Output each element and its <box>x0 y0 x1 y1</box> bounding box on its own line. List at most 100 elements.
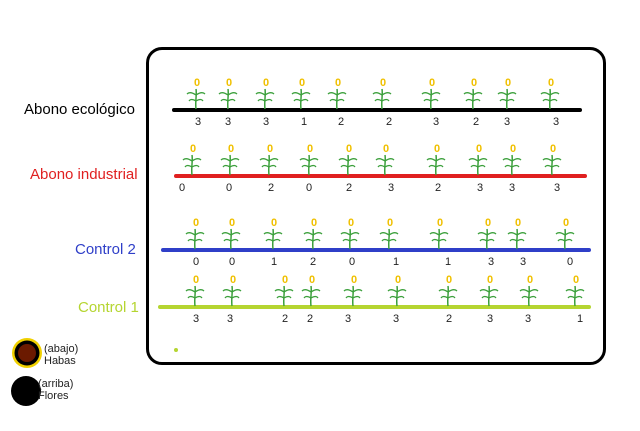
stray-dot <box>174 348 178 352</box>
flores-legend-line2: Flores <box>38 390 69 402</box>
bean-count: 3 <box>388 182 394 194</box>
plant-icon <box>477 228 497 250</box>
habas-legend-line2: Habas <box>44 355 76 367</box>
plant-icon <box>274 285 294 307</box>
plant-icon <box>502 154 522 176</box>
habas-legend-text: (abajo) Habas <box>44 343 78 367</box>
plant-icon <box>185 285 205 307</box>
flower-count: 0 <box>429 77 435 89</box>
bean-count: 1 <box>271 256 277 268</box>
habas-legend-line1: (abajo) <box>44 343 79 355</box>
flower-count: 0 <box>548 77 554 89</box>
plant-icon <box>426 154 446 176</box>
plant-icon <box>463 88 483 110</box>
bean-count: 2 <box>473 116 479 128</box>
flower-count: 0 <box>263 77 269 89</box>
flower-count: 0 <box>230 274 236 286</box>
bean-count: 3 <box>488 256 494 268</box>
flower-count: 0 <box>487 274 493 286</box>
flower-count: 0 <box>271 217 277 229</box>
bean-count: 0 <box>306 182 312 194</box>
habas-legend-icon <box>12 338 42 368</box>
flower-count: 0 <box>395 274 401 286</box>
plant-icon <box>303 228 323 250</box>
flower-count: 0 <box>311 217 317 229</box>
plant-icon <box>555 228 575 250</box>
flower-count: 0 <box>550 143 556 155</box>
bean-count: 3 <box>345 313 351 325</box>
bean-count: 1 <box>301 116 307 128</box>
bean-count: 3 <box>227 313 233 325</box>
row-label-control-1: Control 1 <box>78 299 139 316</box>
bean-count: 2 <box>338 116 344 128</box>
bean-count: 3 <box>433 116 439 128</box>
bean-count: 2 <box>435 182 441 194</box>
plant-icon <box>540 88 560 110</box>
bean-count: 2 <box>346 182 352 194</box>
bean-count: 3 <box>193 313 199 325</box>
plant-icon <box>565 285 585 307</box>
plant-icon <box>291 88 311 110</box>
plant-icon <box>372 88 392 110</box>
flower-count: 0 <box>380 77 386 89</box>
bean-count: 0 <box>349 256 355 268</box>
bean-count: 3 <box>525 313 531 325</box>
bean-count: 3 <box>225 116 231 128</box>
bean-count: 3 <box>393 313 399 325</box>
bean-count: 1 <box>393 256 399 268</box>
bean-count: 3 <box>487 313 493 325</box>
plant-icon <box>259 154 279 176</box>
bean-count: 0 <box>229 256 235 268</box>
flower-count: 0 <box>505 77 511 89</box>
bean-count: 3 <box>509 182 515 194</box>
plant-icon <box>222 285 242 307</box>
flower-count: 0 <box>194 77 200 89</box>
bean-count: 3 <box>195 116 201 128</box>
bean-count: 3 <box>477 182 483 194</box>
bean-count: 2 <box>386 116 392 128</box>
plant-icon <box>299 154 319 176</box>
plant-icon <box>220 154 240 176</box>
flower-count: 0 <box>471 77 477 89</box>
flower-count: 0 <box>299 77 305 89</box>
bean-count: 2 <box>446 313 452 325</box>
plant-icon <box>218 88 238 110</box>
flower-count: 0 <box>437 217 443 229</box>
bean-count: 3 <box>263 116 269 128</box>
flower-count: 0 <box>267 143 273 155</box>
plant-icon <box>340 228 360 250</box>
flower-count: 0 <box>434 143 440 155</box>
plant-icon <box>182 154 202 176</box>
bean-count: 0 <box>226 182 232 194</box>
flower-count: 0 <box>346 143 352 155</box>
flower-count: 0 <box>193 217 199 229</box>
plant-icon <box>542 154 562 176</box>
plant-icon <box>338 154 358 176</box>
plant-icon <box>468 154 488 176</box>
bean-count: 1 <box>445 256 451 268</box>
plant-icon <box>387 285 407 307</box>
flower-count: 0 <box>485 217 491 229</box>
flower-count: 0 <box>563 217 569 229</box>
plant-icon <box>497 88 517 110</box>
plant-icon <box>186 88 206 110</box>
flower-count: 0 <box>351 274 357 286</box>
flower-count: 0 <box>348 217 354 229</box>
flower-count: 0 <box>190 143 196 155</box>
plant-icon <box>507 228 527 250</box>
flower-count: 0 <box>307 143 313 155</box>
flower-count: 0 <box>282 274 288 286</box>
row-label-abono-industrial: Abono industrial <box>30 166 138 183</box>
bean-count: 3 <box>520 256 526 268</box>
plant-icon <box>301 285 321 307</box>
flores-legend-icon <box>11 376 41 406</box>
plant-icon <box>438 285 458 307</box>
plant-icon <box>221 228 241 250</box>
plant-icon <box>327 88 347 110</box>
plant-icon <box>421 88 441 110</box>
plant-icon <box>343 285 363 307</box>
bean-count: 2 <box>307 313 313 325</box>
